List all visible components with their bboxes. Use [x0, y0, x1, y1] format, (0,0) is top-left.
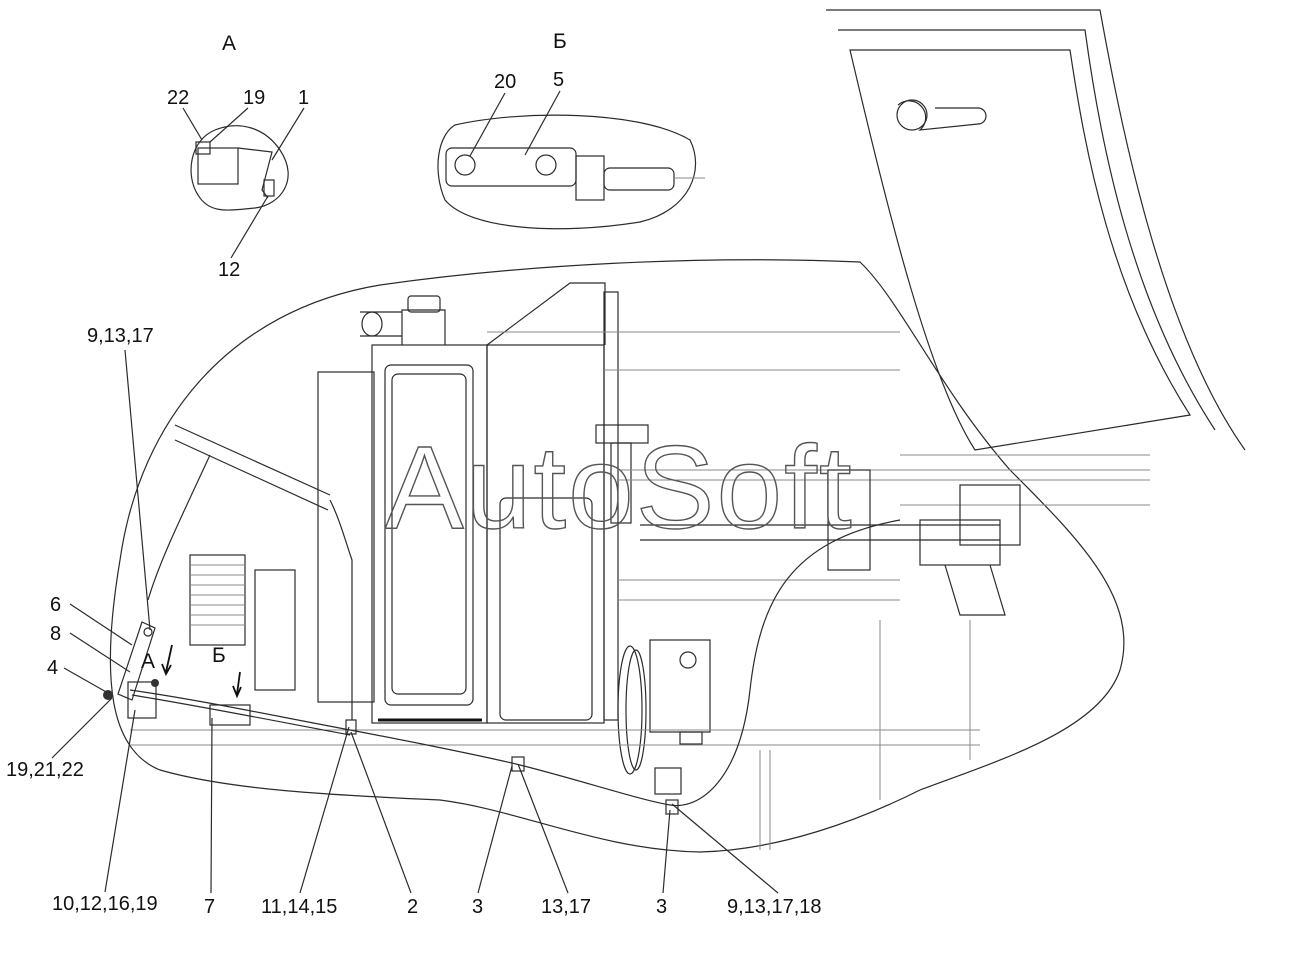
view-b-title: Б — [553, 30, 567, 53]
callout-9-13-17-top: 9,13,17 — [87, 325, 154, 347]
view-a-title: А — [222, 32, 236, 55]
view-a-label-1: 1 — [298, 87, 309, 109]
fan-and-shroud — [147, 424, 353, 720]
clamp-3-left — [511, 756, 525, 772]
view-a-detail — [190, 125, 289, 211]
view-a-label-12: 12 — [218, 259, 240, 281]
cab-door-outline — [826, 9, 1246, 451]
callout-7: 7 — [204, 896, 215, 918]
clamp-3-right — [665, 799, 679, 815]
marker-a: А — [141, 650, 155, 673]
view-a-label-19: 19 — [243, 87, 265, 109]
callout-10-12-16-19: 10,12,16,19 — [52, 893, 158, 915]
cooler-block — [486, 282, 900, 724]
watermark: AutoSoft — [385, 422, 854, 554]
callout-11-14-15: 11,14,15 — [261, 896, 337, 918]
lower-structure — [130, 620, 980, 850]
compressor-pulley — [617, 639, 711, 795]
radiator-block — [317, 295, 488, 724]
view-b-leaders — [469, 90, 561, 157]
callout-2: 2 — [407, 896, 418, 918]
callout-13-17: 13,17 — [541, 896, 591, 918]
marker-b: Б — [212, 644, 226, 667]
view-b-label-5: 5 — [553, 69, 564, 91]
callout-3-left: 3 — [472, 896, 483, 918]
marker-arrows — [161, 644, 242, 699]
callout-3-right: 3 — [656, 896, 667, 918]
view-a-label-22: 22 — [167, 87, 189, 109]
view-b-detail — [437, 114, 705, 230]
bracket-7 — [209, 704, 251, 726]
main-detail-outline — [109, 259, 1125, 853]
control-cable — [129, 519, 901, 807]
view-a-leaders — [182, 107, 305, 259]
frame-rails — [618, 454, 1150, 616]
callout-4: 4 — [47, 657, 58, 679]
leader-lines — [51, 349, 779, 894]
clamp-2 — [345, 719, 357, 735]
view-b-label-20: 20 — [494, 71, 516, 93]
callout-19-21-22: 19,21,22 — [6, 759, 84, 781]
callout-9-13-17-18: 9,13,17,18 — [727, 896, 822, 918]
callout-8: 8 — [50, 623, 61, 645]
callout-6: 6 — [50, 594, 61, 616]
